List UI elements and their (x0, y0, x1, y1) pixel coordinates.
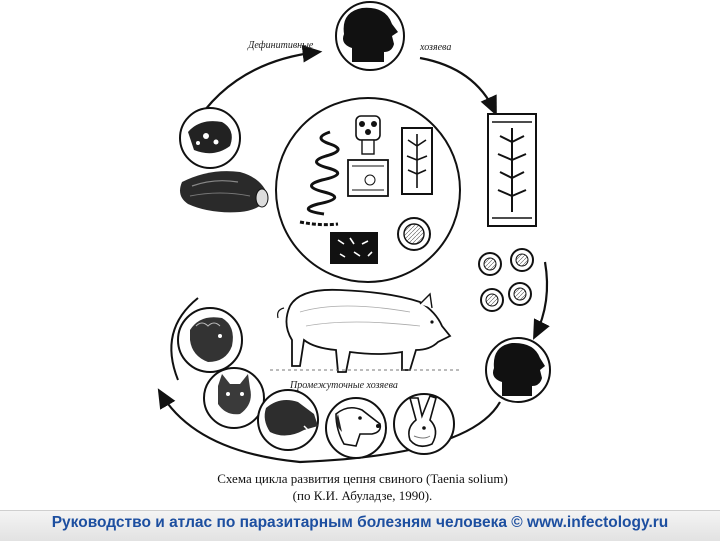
rabbit-icon (394, 394, 454, 454)
label-intermediate-hosts: Промежуточные хозяева (289, 380, 398, 391)
caption-line-1: Схема цикла развития цепня свиного (Taen… (160, 470, 565, 487)
cat-icon (204, 368, 264, 428)
label-definitive-hosts-right: хозяева (419, 42, 451, 53)
tapeworm-segment-strip-icon (488, 114, 536, 226)
arrow-to-tapeworm-segments (420, 58, 495, 112)
infected-pork-meat-icon (180, 108, 240, 168)
proglottid-mature-icon (348, 160, 388, 196)
pork-ham-icon (180, 171, 268, 212)
proglottid-gravid-icon (402, 128, 432, 194)
pig-intermediate-host-icon (270, 290, 460, 372)
eggs-cluster-icon (479, 249, 533, 311)
wild-boar-icon (258, 390, 318, 450)
intermediate-host-human-icon (486, 338, 550, 402)
label-definitive-hosts-left: Дефинитивные (247, 40, 314, 51)
tapeworm-egg-icon (398, 218, 430, 250)
sheep-icon (178, 308, 242, 372)
footer-text: Руководство и атлас по паразитарным боле… (0, 514, 720, 532)
definitive-host-human-icon (336, 2, 404, 70)
caption-line-2: (по К.И. Абуладзе, 1990). (160, 487, 565, 504)
figure-caption: Схема цикла развития цепня свиного (Taen… (160, 470, 565, 510)
tapeworm-stages-circle (276, 98, 460, 282)
arrow-to-human-intermediate (535, 262, 547, 336)
oncosphere-larvae-icon (330, 232, 378, 264)
dog-icon (326, 398, 386, 458)
